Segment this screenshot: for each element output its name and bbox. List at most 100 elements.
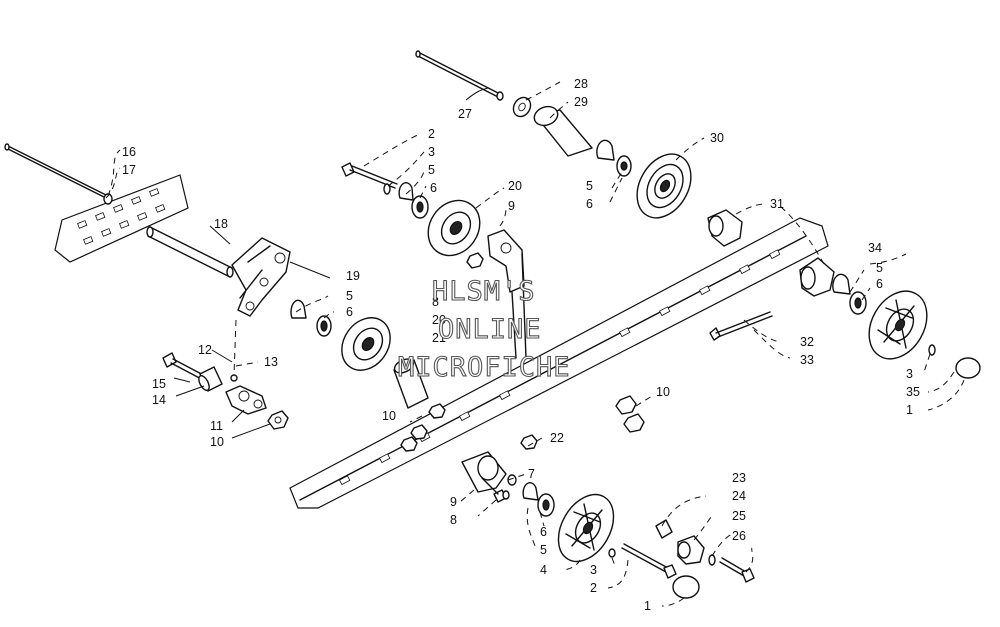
washer-28	[512, 96, 532, 118]
callout-6-left: 6	[346, 305, 353, 319]
left-slide-rail	[54, 174, 189, 263]
washer-5-upper	[398, 182, 414, 201]
callout-9-upper: 9	[508, 199, 515, 213]
idler-wheel-20-upper	[427, 199, 481, 257]
callout-7: 7	[528, 467, 535, 481]
rod-27	[415, 50, 504, 101]
nut-10-left	[267, 410, 289, 430]
callout-24: 24	[732, 489, 746, 503]
idler-wheel-20-left	[341, 317, 391, 371]
callout-9-lower: 9	[450, 495, 457, 509]
callout-21: 21	[432, 331, 446, 345]
callout-6-upper: 6	[430, 181, 437, 195]
callout-3-upper: 3	[428, 145, 435, 159]
callout-33: 33	[800, 353, 814, 367]
callout-26: 26	[732, 529, 746, 543]
callout-22: 22	[550, 431, 564, 445]
pin-13	[230, 319, 238, 382]
callout-25: 25	[732, 509, 746, 523]
callout-6-top: 6	[586, 197, 593, 211]
callout-28: 28	[574, 77, 588, 91]
watermark-line-3: MICROFICHE	[398, 352, 571, 383]
callout-10-left: 10	[210, 435, 224, 449]
bolt-32	[709, 311, 773, 341]
washer-5-lower	[522, 482, 539, 501]
callout-10-center: 10	[382, 409, 396, 423]
spacer-14	[198, 366, 223, 392]
idler-wheel-34	[868, 290, 928, 360]
callout-2-lower: 2	[590, 581, 597, 595]
cap-1-lower	[672, 575, 700, 599]
nuts-center	[400, 403, 538, 452]
callout-14: 14	[152, 393, 166, 407]
bolt-2-upper	[341, 162, 398, 189]
callout-6-right: 6	[876, 277, 883, 291]
cap-1-right	[955, 357, 981, 379]
watermark: HLSM'S ONLINE MICROFICHE	[397, 275, 571, 383]
callout-19: 19	[346, 269, 360, 283]
hub-31-upper	[707, 209, 743, 247]
spacer-23	[655, 519, 673, 539]
callout-3-right: 3	[906, 367, 913, 381]
watermark-line-1: HLSM'S	[432, 276, 536, 307]
callout-1-right: 1	[906, 403, 913, 417]
bearing-6-left	[316, 315, 332, 337]
washer-3-right	[928, 344, 936, 356]
callout-23: 23	[732, 471, 746, 485]
idler-wheel-4	[557, 493, 615, 563]
washer-5-top	[596, 139, 615, 161]
nut-10-right	[615, 395, 645, 433]
tube-18	[146, 226, 234, 278]
callout-5-top: 5	[586, 179, 593, 193]
sleeve-29	[533, 105, 593, 157]
callout-5-lower: 5	[540, 543, 547, 557]
callout-5-right: 5	[876, 261, 883, 275]
callout-18: 18	[214, 217, 228, 231]
callout-11: 11	[210, 419, 223, 433]
shaft-16	[4, 143, 113, 205]
washer-7	[502, 474, 517, 500]
callout-16: 16	[122, 145, 136, 159]
callout-5-left: 5	[346, 289, 353, 303]
callout-20-upper: 20	[508, 179, 522, 193]
callout-2-upper: 2	[428, 127, 435, 141]
bolt-2-lower	[621, 543, 677, 579]
nut-upper-center	[466, 252, 484, 269]
axle-mount-9-lower	[461, 451, 507, 493]
hub-31-right	[799, 257, 835, 297]
callout-1-lower: 1	[644, 599, 651, 613]
callout-13: 13	[264, 355, 278, 369]
mount-11	[225, 385, 267, 415]
callout-27: 27	[458, 107, 472, 121]
callout-labels: 16 17 18 19 5 6 12 13 15 14 11 10 2 3 5 …	[122, 77, 920, 613]
callout-6-lower: 6	[540, 525, 547, 539]
callout-17: 17	[122, 163, 136, 177]
callout-10-right: 10	[656, 385, 670, 399]
leader-lines	[105, 81, 965, 607]
callout-12: 12	[198, 343, 212, 357]
bolt-26	[719, 557, 755, 583]
bearing-6-upper	[411, 195, 429, 219]
mount-24	[677, 535, 705, 565]
callout-20-lower: 20	[432, 313, 446, 327]
callout-31: 31	[770, 197, 784, 211]
axle-mount-9-upper	[487, 229, 527, 359]
callout-30: 30	[710, 131, 724, 145]
callout-29: 29	[574, 95, 588, 109]
washer-3-upper	[383, 183, 391, 195]
bearing-6-top	[616, 155, 632, 177]
callout-15: 15	[152, 377, 166, 391]
callout-32: 32	[800, 335, 814, 349]
bearing-6-right	[849, 291, 867, 315]
callout-5-upper: 5	[428, 163, 435, 177]
washer-5-left	[290, 299, 307, 319]
callout-8-lower: 8	[450, 513, 457, 527]
callout-8-upper: 8	[432, 295, 439, 309]
idler-wheel-30	[636, 153, 692, 219]
washer-5-right	[832, 273, 851, 295]
arm-bracket-19	[231, 237, 291, 317]
washer-3-lower	[608, 548, 616, 558]
watermark-line-2: ONLINE	[438, 314, 542, 345]
